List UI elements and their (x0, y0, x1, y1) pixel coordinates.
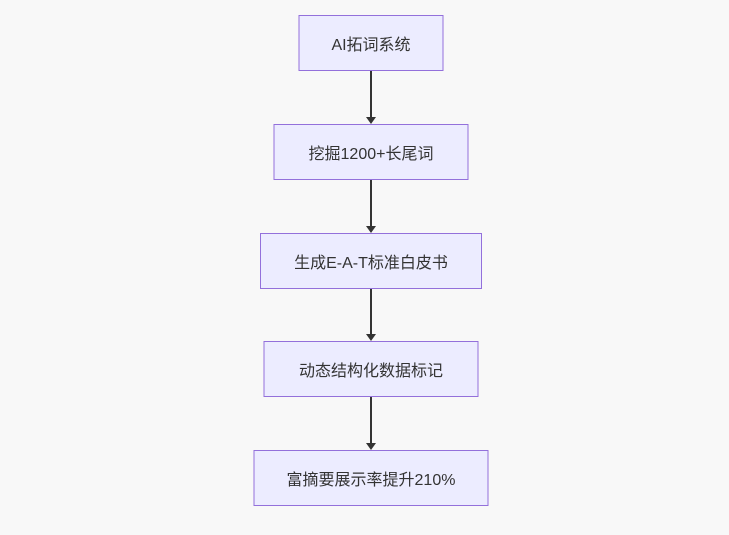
arrowhead-down-icon (366, 443, 376, 450)
flow-node-dynamic-structured-data-markup: 动态结构化数据标记 (263, 341, 479, 397)
node-label: 富摘要展示率提升210% (286, 472, 456, 489)
flow-node-generate-eat-whitepaper: 生成E-A-T标准白皮书 (260, 233, 482, 289)
flow-node-rich-snippet-rate-increase: 富摘要展示率提升210% (253, 450, 489, 506)
arrow-line (370, 397, 372, 443)
arrowhead-down-icon (366, 226, 376, 233)
node-label: 挖掘1200+长尾词 (308, 146, 434, 163)
arrowhead-down-icon (366, 117, 376, 124)
edge-node4-to-node5 (365, 397, 377, 450)
arrowhead-down-icon (366, 334, 376, 341)
flow-node-ai-word-expansion-system: AI拓词系统 (298, 15, 444, 71)
node-label: 生成E-A-T标准白皮书 (294, 255, 448, 272)
node-label: 动态结构化数据标记 (298, 363, 443, 380)
flow-node-mine-longtail-keywords: 挖掘1200+长尾词 (273, 124, 469, 180)
node-label: AI拓词系统 (331, 37, 411, 54)
arrow-line (370, 289, 372, 334)
arrow-line (370, 71, 372, 117)
edge-node3-to-node4 (365, 289, 377, 341)
edge-node1-to-node2 (365, 71, 377, 124)
arrow-line (370, 180, 372, 226)
edge-node2-to-node3 (365, 180, 377, 233)
